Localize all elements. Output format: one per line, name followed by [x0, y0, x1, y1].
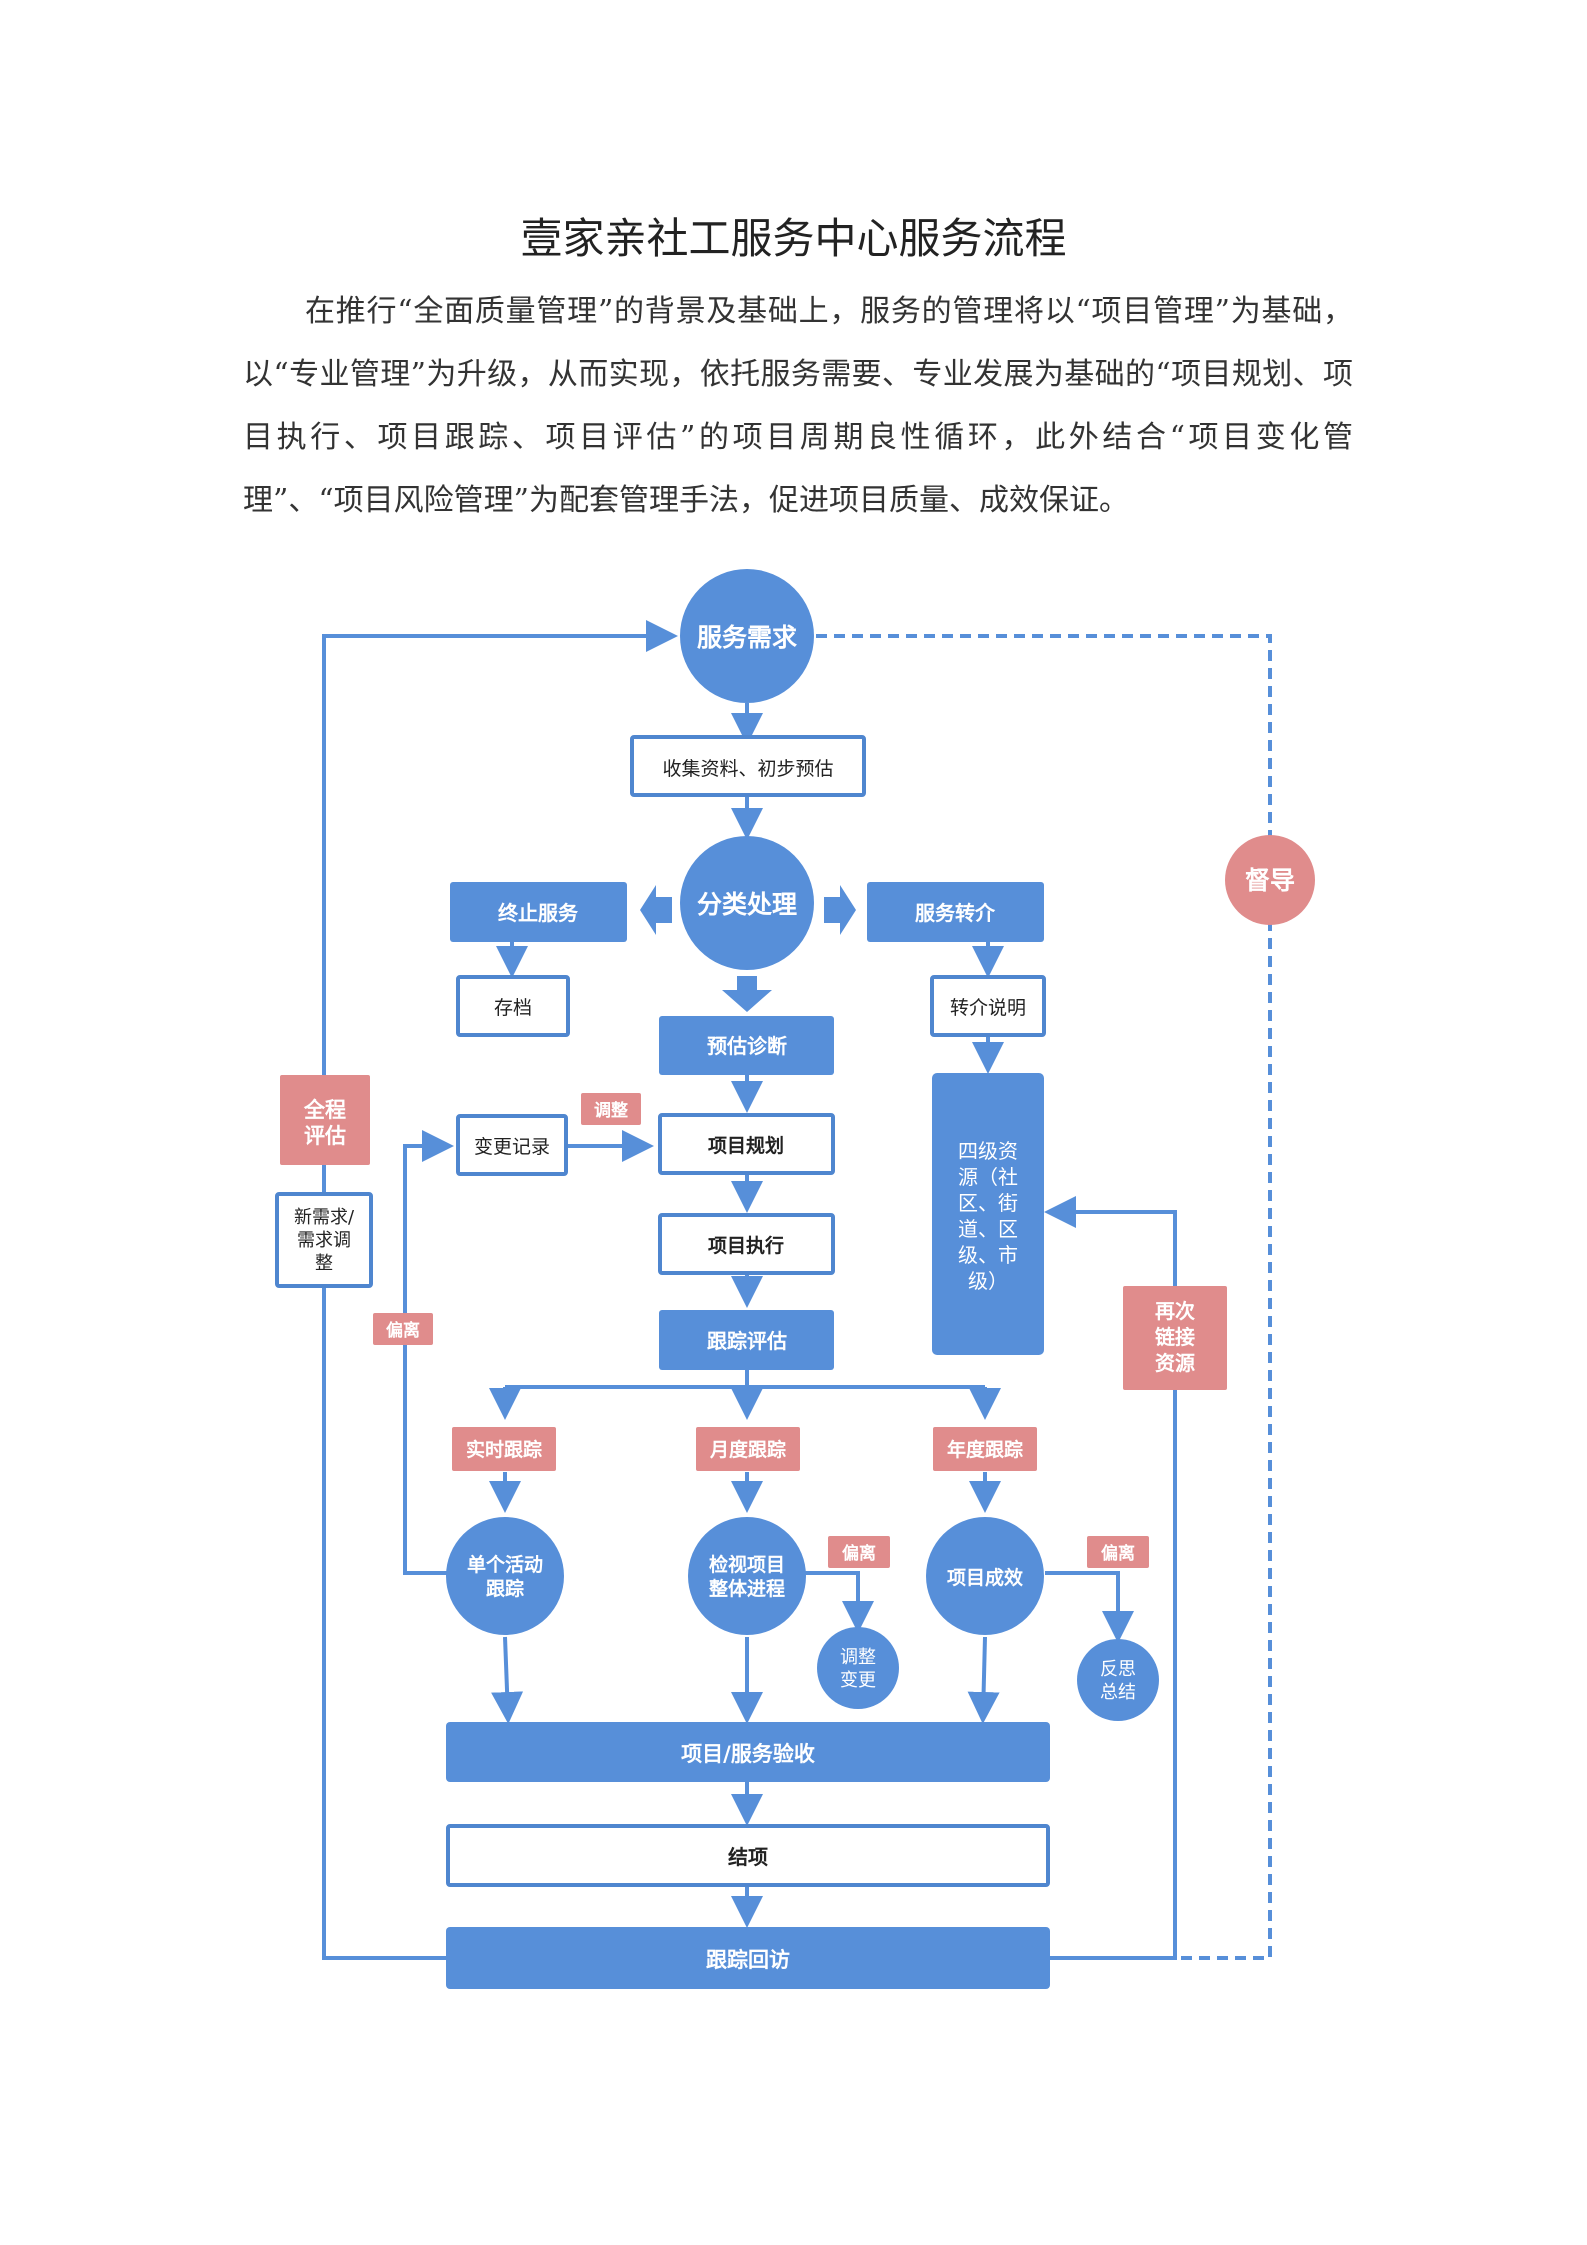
label-reflect-2: 总结	[1100, 1682, 1136, 1703]
node-single-activity	[446, 1517, 564, 1635]
label-relink-2: 链接	[1155, 1325, 1195, 1349]
node-followup	[446, 1927, 1050, 1989]
tag-annual	[933, 1427, 1037, 1471]
node-terminate	[450, 882, 627, 942]
node-reflect	[1077, 1639, 1159, 1721]
node-inspect	[688, 1517, 806, 1635]
page-title: 壹家亲社工服务中心服务流程	[520, 214, 1067, 263]
supervise-loop	[816, 634, 1272, 1960]
label-full-eval-2: 评估	[304, 1124, 346, 1148]
label-new-need-2: 需求调	[297, 1230, 351, 1251]
label-close: 结项	[728, 1845, 768, 1869]
node-change-record	[456, 1114, 568, 1176]
node-tracking-eval	[659, 1310, 834, 1370]
label-inspect-2: 整体进程	[709, 1577, 785, 1600]
svg-text:级）: 级）	[968, 1269, 1008, 1293]
node-referral	[867, 882, 1044, 942]
label-archive: 存档	[494, 997, 532, 1019]
label-reflect-1: 反思	[1100, 1659, 1136, 1680]
svg-text:源（社: 源（社	[958, 1165, 1018, 1189]
node-acceptance	[446, 1722, 1050, 1782]
svg-text:四级资: 四级资	[958, 1139, 1018, 1163]
label-full-eval-1: 全程	[303, 1098, 346, 1122]
tag-realtime	[452, 1427, 556, 1471]
label-deviation-right: 偏离	[1101, 1543, 1135, 1564]
label-followup: 跟踪回访	[706, 1948, 790, 1972]
arrow-down-icon	[722, 976, 772, 1012]
node-archive	[456, 975, 570, 1037]
label-acceptance: 项目/服务验收	[681, 1742, 815, 1766]
label-collect: 收集资料、初步预估	[662, 758, 833, 780]
tag-deviation-left	[373, 1313, 433, 1345]
tag-deviation-mid	[828, 1536, 890, 1568]
tag-relink	[1123, 1286, 1227, 1390]
label-deviation-left: 偏离	[386, 1320, 420, 1341]
tag-adjust	[581, 1093, 641, 1125]
tag-monthly	[696, 1427, 800, 1471]
label-adjust-change-1: 调整	[840, 1647, 876, 1668]
svg-text:道、区: 道、区	[958, 1217, 1018, 1241]
arrow-right-icon	[824, 885, 856, 935]
label-service-need: 服务需求	[697, 623, 797, 652]
label-adjust: 调整	[594, 1100, 628, 1121]
label-deviation-mid: 偏离	[842, 1543, 876, 1564]
node-resources	[932, 1073, 1044, 1355]
label-new-need-1: 新需求/	[294, 1207, 355, 1228]
classify-arrows	[640, 885, 856, 1012]
label-single-activity-1: 单个活动	[467, 1553, 543, 1576]
intro-paragraph: 在推行“全面质量管理”的背景及基础上，服务的管理将以“项目管理”为基础，以“专业…	[243, 294, 1353, 518]
label-change-record: 变更记录	[474, 1136, 550, 1158]
node-classify	[680, 836, 814, 970]
node-collect	[630, 735, 866, 797]
label-adjust-change-2: 变更	[840, 1670, 876, 1691]
node-close	[446, 1824, 1050, 1887]
tag-deviation-right	[1087, 1536, 1149, 1568]
node-service-need	[680, 569, 814, 703]
label-terminate: 终止服务	[498, 901, 579, 925]
node-assess-diagnosis	[659, 1016, 834, 1075]
label-assess-diagnosis: 预估诊断	[707, 1034, 787, 1058]
svg-text:区、街: 区、街	[958, 1191, 1018, 1215]
label-execution: 项目执行	[708, 1234, 784, 1257]
node-referral-note	[930, 975, 1046, 1037]
label-resources: 四级资 源（社 区、街 道、区 级、市 级）	[958, 1139, 1018, 1293]
node-outcome	[926, 1517, 1044, 1635]
label-single-activity-2: 跟踪	[486, 1577, 524, 1600]
label-outcome: 项目成效	[947, 1566, 1023, 1589]
label-new-need-3: 整	[315, 1253, 333, 1274]
label-annual: 年度跟踪	[947, 1438, 1023, 1461]
label-relink-3: 资源	[1155, 1351, 1195, 1375]
label-supervise: 督导	[1245, 866, 1295, 895]
label-monthly: 月度跟踪	[709, 1438, 786, 1461]
svg-text:级、市: 级、市	[958, 1243, 1018, 1267]
node-supervise	[1225, 835, 1315, 925]
arrow-left-icon	[640, 885, 672, 935]
node-new-need	[275, 1192, 373, 1288]
label-referral: 服务转介	[915, 901, 996, 925]
label-referral-note: 转介说明	[950, 997, 1026, 1019]
node-execution	[658, 1213, 835, 1275]
label-realtime: 实时跟踪	[466, 1438, 542, 1461]
label-relink-1: 再次	[1155, 1299, 1195, 1323]
label-planning: 项目规划	[708, 1134, 784, 1157]
node-planning	[658, 1113, 835, 1175]
node-adjust-change	[817, 1627, 899, 1709]
label-tracking-eval: 跟踪评估	[707, 1329, 787, 1353]
label-inspect-1: 检视项目	[709, 1553, 785, 1576]
label-classify: 分类处理	[697, 890, 797, 919]
tag-full-eval	[280, 1075, 370, 1165]
